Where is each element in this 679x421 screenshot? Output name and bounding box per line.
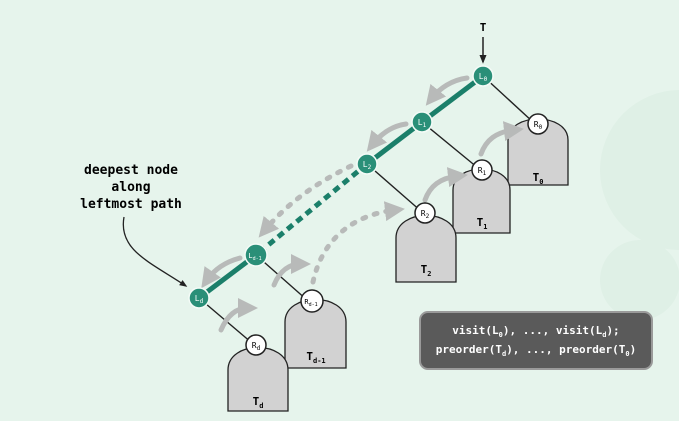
subtree-td-1: Td-1 bbox=[284, 299, 347, 369]
subtree-t2: T2 bbox=[395, 215, 457, 283]
arrow-visit-l0 bbox=[425, 75, 470, 106]
tree-edges bbox=[198, 75, 534, 344]
root-label: T bbox=[480, 21, 487, 34]
node-r1-label: R1 bbox=[478, 166, 487, 177]
arrow-return-ld1 bbox=[271, 254, 311, 288]
subtree-t1-label: T1 bbox=[477, 216, 488, 231]
arrow-dotted-right bbox=[310, 201, 405, 285]
background-circle bbox=[600, 240, 679, 320]
arrow-visit-l1 bbox=[366, 121, 409, 152]
arrow-dotted-left bbox=[258, 163, 354, 238]
node-l0-label: L0 bbox=[479, 72, 488, 83]
annotation-line-3: leftmost path bbox=[80, 197, 182, 212]
subtree-td-1-label: Td-1 bbox=[306, 350, 325, 365]
code-line-1: visit(L0), ..., visit(Ld); bbox=[452, 324, 619, 339]
node-rd-1: Rd-1 bbox=[300, 289, 324, 313]
node-ld-1: Ld-1 bbox=[244, 243, 268, 267]
annotation: deepest node along leftmost path bbox=[80, 163, 188, 287]
root-pointer: T bbox=[479, 21, 487, 64]
annotation-arrow bbox=[122, 216, 188, 287]
arrow-visit-ld1 bbox=[201, 255, 243, 289]
node-l1: L1 bbox=[411, 111, 433, 133]
subtree-t2-label: T2 bbox=[421, 263, 432, 278]
node-rd-label: Rd bbox=[252, 341, 261, 352]
arrow-return-l1 bbox=[478, 121, 524, 157]
subtree-td-label: Td bbox=[253, 395, 264, 410]
subtree-td: Td bbox=[227, 347, 289, 412]
traversal-arrows bbox=[201, 75, 524, 333]
node-l0: L0 bbox=[472, 65, 494, 87]
node-ld: Ld bbox=[188, 287, 210, 309]
leftmost-path bbox=[197, 74, 485, 300]
arrow-return-l2 bbox=[422, 167, 468, 203]
node-r0: R0 bbox=[527, 113, 549, 135]
node-l1-label: L1 bbox=[418, 118, 427, 129]
node-l2-label: L2 bbox=[363, 160, 372, 171]
path-segment-l1-l2 bbox=[365, 120, 424, 166]
node-ld-1-label: Ld-1 bbox=[248, 252, 261, 262]
node-r1: R1 bbox=[471, 159, 493, 181]
node-r2-label: R2 bbox=[421, 209, 430, 220]
code-box: visit(L0), ..., visit(Ld); preorder(Td),… bbox=[419, 311, 653, 370]
node-rd-1-label: Rd-1 bbox=[304, 298, 317, 308]
path-segment-l0-l1 bbox=[420, 74, 485, 124]
node-l2: L2 bbox=[356, 153, 378, 175]
node-r2: R2 bbox=[414, 202, 436, 224]
edge-l2-r2 bbox=[366, 163, 423, 213]
subtree-t0-label: T0 bbox=[533, 171, 544, 186]
path-segment-ld1-ld bbox=[197, 253, 258, 300]
edge-l1-r1 bbox=[421, 121, 479, 169]
node-rd: Rd bbox=[245, 334, 267, 356]
annotation-line-2: along bbox=[111, 180, 150, 195]
annotation-line-1: deepest node bbox=[84, 163, 178, 178]
node-r0-label: R0 bbox=[534, 120, 543, 131]
background-circle bbox=[600, 90, 679, 250]
path-segment-dotted bbox=[254, 162, 369, 257]
edge-l0-r0 bbox=[482, 75, 534, 123]
arrow-return-ld bbox=[218, 298, 258, 333]
node-ld-label: Ld bbox=[195, 294, 204, 305]
code-line-2: preorder(Td), ..., preorder(T0) bbox=[436, 343, 637, 358]
